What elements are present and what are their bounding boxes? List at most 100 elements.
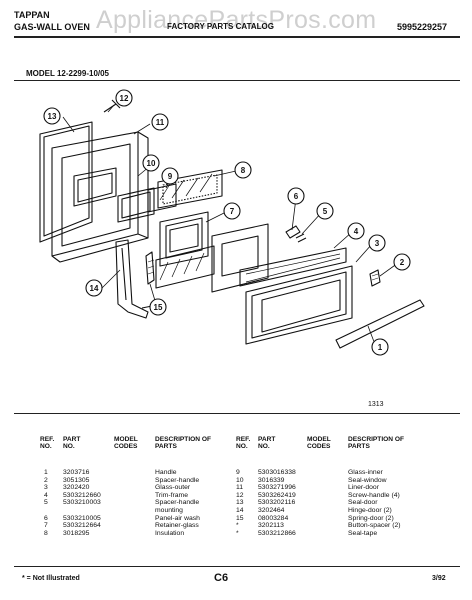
description-cell: Screw-handle (4) (348, 491, 400, 499)
part-number-cell: 3016339 (258, 476, 285, 484)
header-part-left: PART NO. (63, 436, 81, 451)
ref-cell: 7 (44, 522, 48, 530)
description-cell: Glass-inner (348, 469, 383, 476)
part-number-cell: 3202113 (258, 522, 284, 530)
description-cell: Liner-door (348, 484, 379, 492)
panel-air-wash-part (155, 245, 215, 289)
ref-cell: 10 (236, 476, 244, 484)
ref-cell: 2 (44, 476, 48, 484)
description-cell: Retainer-glass (155, 522, 199, 530)
part-number-cell: 5303210003 (63, 499, 101, 507)
ref-cell (44, 507, 48, 515)
part-number-cell: 5303212660 (63, 491, 101, 499)
callout-1: 1 (378, 343, 383, 352)
ref-cell: 15 (236, 514, 244, 522)
seal-door-part (39, 121, 93, 243)
part-number-cell: 5303262419 (258, 491, 296, 499)
glass-inner-part (147, 183, 177, 213)
part-number-cell: 3051305 (63, 476, 90, 484)
callout-10: 10 (147, 159, 156, 168)
brand: TAPPAN (14, 10, 50, 20)
ref-cell: 5 (44, 499, 48, 507)
header-ref-left: REF. NO. (40, 436, 55, 451)
callout-14: 14 (90, 284, 99, 293)
seal-window-part (117, 187, 155, 223)
exploded-door-diagram: 12 13 11 10 9 8 7 6 5 4 3 2 1 14 15 (39, 89, 425, 356)
description-cell: Seal-tape (348, 529, 378, 537)
hinge-door-part (115, 239, 149, 319)
footer-rule (14, 566, 460, 567)
table-top-rule (14, 413, 460, 414)
retainer-glass-part (159, 211, 209, 267)
callout-6: 6 (294, 192, 299, 201)
trim-frame-part (239, 247, 347, 287)
catalog-title: FACTORY PARTS CATALOG (167, 22, 274, 31)
callout-5: 5 (323, 207, 328, 216)
ref-cell: 4 (44, 491, 48, 499)
watermark: AppliancePartsPros.com (96, 6, 377, 34)
model-number: MODEL 12-2299-10/05 (26, 69, 110, 78)
ref-cell: 14 (236, 506, 244, 514)
callout-2: 2 (400, 258, 405, 267)
spacer-part (369, 269, 381, 287)
callout-3: 3 (375, 239, 380, 248)
part-number-cell: 5303210005 (63, 514, 101, 522)
figure-number: 1313 (368, 401, 384, 408)
ref-cell: 13 (236, 499, 244, 507)
insulation-part (157, 169, 223, 209)
ref-cell: 1 (44, 469, 48, 476)
header-codes-right: MODEL CODES (307, 436, 331, 451)
part-number-cell: 5303271996 (258, 484, 296, 492)
spring-door-part (145, 251, 155, 285)
description-cell: Hinge-door (2) (348, 506, 392, 514)
ref-cell: 12 (236, 491, 244, 499)
description-cell: mounting (155, 506, 183, 514)
description-cell: Button-spacer (2) (348, 522, 401, 530)
callout-9: 9 (168, 172, 173, 181)
part-number-cell: 5303202116 (258, 499, 296, 507)
part-number-cell (63, 507, 101, 515)
ref-cell: * (236, 529, 239, 537)
description-cell: Spring-door (2) (348, 514, 394, 522)
spacer-mounting-part (295, 233, 307, 243)
ref-cell: 11 (236, 484, 244, 492)
header-desc-left: DESCRIPTION OF PARTS (155, 436, 212, 451)
callout-11: 11 (156, 118, 165, 127)
callout-13: 13 (48, 112, 57, 121)
part-number-cell: 3202464 (258, 506, 285, 514)
header-ref-right: REF. NO. (236, 436, 251, 451)
spacer-handle-part (285, 225, 301, 239)
callout-15: 15 (154, 303, 163, 312)
callout-4: 4 (354, 227, 359, 236)
callout-7: 7 (230, 207, 235, 216)
description-cell: Spacer-handle (155, 476, 200, 484)
part-number-cell: 08003284 (258, 514, 289, 522)
model-rule (14, 80, 460, 81)
ref-cell: 9 (236, 469, 240, 476)
description-cell: Trim-frame (155, 491, 188, 499)
page-number: C6 (214, 572, 229, 584)
part-number-cell: 5303212866 (258, 529, 296, 537)
callout-12: 12 (120, 94, 129, 103)
description-cell: Seal-window (348, 476, 387, 484)
callout-8: 8 (241, 166, 246, 175)
handle-part (335, 299, 425, 349)
revision-date: 3/92 (432, 575, 446, 582)
header-codes-left: MODEL CODES (114, 436, 138, 451)
description-cell: Panel-air wash (155, 514, 200, 522)
catalog-number: 5995229257 (397, 22, 448, 32)
header-desc-right: DESCRIPTION OF PARTS (348, 436, 405, 451)
header-part-right: PART NO. (258, 436, 276, 451)
ref-cell: 3 (44, 484, 48, 492)
outer-panel-part (211, 223, 269, 293)
description-cell: Handle (155, 469, 177, 476)
ref-cell: 8 (44, 529, 48, 537)
description-cell: Seal-door (348, 499, 378, 507)
header-rule (14, 36, 460, 38)
description-cell: Glass-outer (155, 484, 191, 492)
glass-outer-part (245, 265, 353, 345)
product-type: GAS-WALL OVEN (14, 22, 90, 32)
part-number-cell: 3018295 (63, 529, 90, 537)
description-cell: Spacer-handle (155, 499, 200, 507)
description-cell: Insulation (155, 529, 185, 537)
